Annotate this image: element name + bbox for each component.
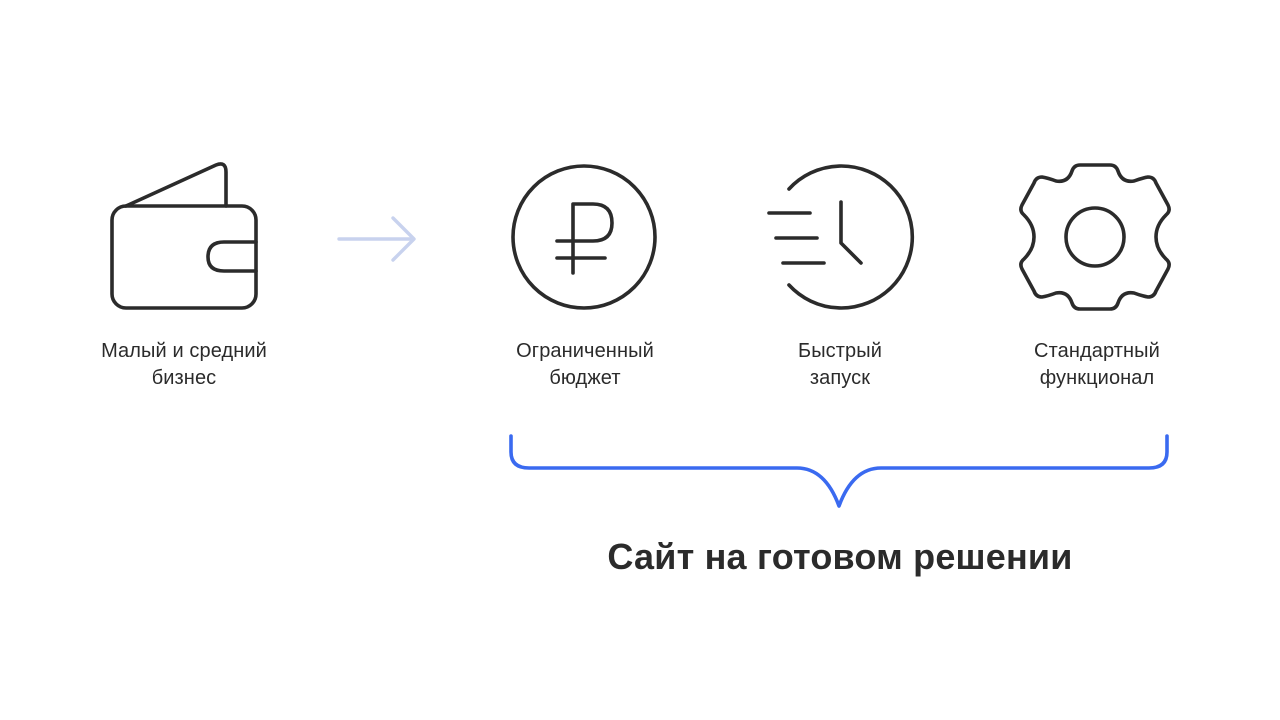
wallet-icon [104, 158, 264, 313]
feature-label-line2: функционал [1039, 367, 1155, 389]
gear-icon [1018, 161, 1172, 313]
feature-label-line1: Ограниченный [516, 340, 654, 362]
fast-clock-icon [760, 161, 916, 313]
feature-label-launch: Быстрый запуск [730, 338, 950, 392]
feature-label-line2: бюджет [549, 367, 621, 389]
feature-label-line1: Стандартный [1034, 340, 1160, 362]
source-label-line2: бизнес [151, 367, 217, 389]
feature-label-budget: Ограниченный бюджет [475, 338, 695, 392]
source-label: Малый и средний бизнес [74, 338, 294, 392]
result-title: Сайт на готовом решении [607, 536, 1073, 577]
arrow-right-icon [335, 214, 420, 266]
feature-label-line2: запуск [809, 367, 871, 389]
ruble-icon [508, 161, 660, 313]
feature-label-functionality: Стандартный функционал [987, 338, 1207, 392]
feature-label-line1: Быстрый [797, 340, 883, 362]
source-label-line1: Малый и средний [101, 340, 267, 362]
curly-brace [505, 430, 1175, 520]
